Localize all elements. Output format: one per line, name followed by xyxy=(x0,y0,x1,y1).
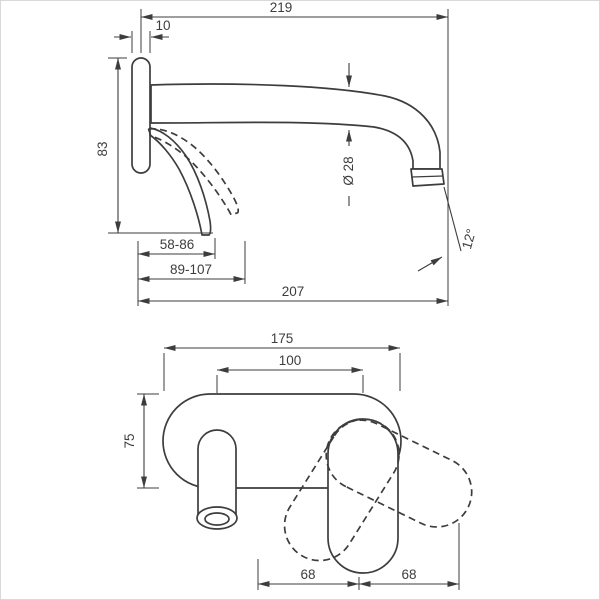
wall-plate-side xyxy=(131,57,151,174)
dim-label-plate-thickness: 10 xyxy=(155,18,170,33)
dim-handle-swing: 68 68 xyxy=(257,523,460,590)
dim-spout-reach: 207 xyxy=(138,284,448,304)
handle-side xyxy=(149,127,212,236)
dim-handle-range-max: 89-107 xyxy=(138,241,246,284)
dim-plate-height: 75 xyxy=(122,393,159,489)
dim-hole-spacing: 100 xyxy=(216,353,364,393)
dim-label-spout-diameter: Ø 28 xyxy=(341,156,356,185)
spout-outlet-front xyxy=(196,506,238,530)
dim-plate-thickness: 10 xyxy=(114,18,171,53)
dim-label-spout-reach: 207 xyxy=(282,284,305,299)
angle-line xyxy=(443,186,462,252)
dim-label-swing-right: 68 xyxy=(401,567,416,582)
dim-spout-diameter: Ø 28 xyxy=(340,63,358,206)
dim-plate-width: 175 xyxy=(163,331,401,391)
dim-label-plate-height: 75 xyxy=(122,433,137,448)
handle-front xyxy=(327,418,399,574)
dim-label-spray-angle: 12° xyxy=(459,227,479,251)
spout-side xyxy=(150,83,441,170)
spout-aerator-side xyxy=(410,168,445,187)
dim-label-total-length: 219 xyxy=(270,1,293,15)
spout-aerator-front xyxy=(204,512,230,526)
aerator-detail-line xyxy=(411,175,444,178)
dim-label-hole-spacing: 100 xyxy=(279,353,302,368)
dim-label-height: 83 xyxy=(95,141,110,156)
dim-label-handle-range-min: 58-86 xyxy=(160,237,195,252)
front-view: 175 100 75 68 68 xyxy=(122,331,485,590)
angle-arrow xyxy=(417,256,443,272)
spout-front xyxy=(197,429,237,519)
dim-spray-angle: 12° xyxy=(417,186,479,272)
dim-label-swing-left: 68 xyxy=(300,567,315,582)
dim-total-length: 219 xyxy=(140,1,449,306)
dim-height: 83 xyxy=(95,57,213,234)
label-mask xyxy=(340,146,358,196)
side-view: 219 10 83 Ø 28 58-86 xyxy=(95,1,479,306)
dim-label-handle-range-max: 89-107 xyxy=(170,262,212,277)
dim-handle-range-min: 58-86 xyxy=(137,237,216,306)
dim-label-plate-width: 175 xyxy=(271,331,294,346)
